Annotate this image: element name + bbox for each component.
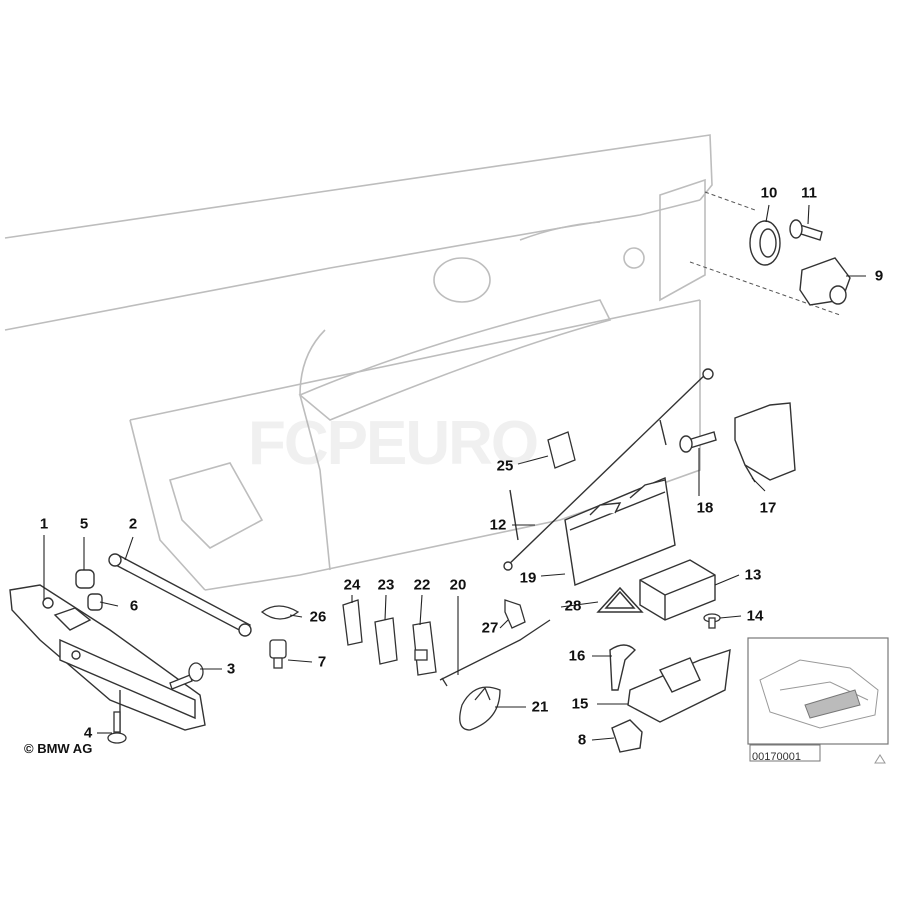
inset-thumbnail: [747, 637, 889, 764]
diagram-id: 00170001: [752, 751, 801, 763]
callout-19: 19: [519, 569, 537, 587]
callout-24: 24: [343, 576, 361, 594]
callout-20: 20: [449, 576, 467, 594]
callout-28: 28: [564, 597, 582, 615]
part-15-16-8: [609, 644, 731, 753]
callout-22: 22: [413, 576, 431, 594]
callout-12: 12: [489, 516, 507, 534]
callout-26: 26: [309, 608, 327, 626]
part-2-gas-strut: [108, 553, 252, 637]
part-9-10-11: [749, 219, 851, 306]
callout-23: 23: [377, 576, 395, 594]
part-5-6-bumpers: [75, 569, 103, 611]
callout-6: 6: [129, 597, 139, 615]
leader-lines: [43, 204, 866, 741]
callout-18: 18: [696, 499, 714, 517]
callout-3: 3: [226, 660, 236, 678]
part-26-7-fittings: [260, 605, 300, 669]
callout-13: 13: [744, 566, 762, 584]
part-28-warning-label: [596, 586, 644, 613]
part-3-4-screws: [107, 662, 204, 744]
callout-21: 21: [531, 698, 549, 716]
part-13-module: [639, 559, 716, 621]
callout-27: 27: [481, 619, 499, 637]
trunk-lid-outline: [4, 134, 713, 591]
watermark-text: FCPEURO: [248, 409, 539, 478]
callout-7: 7: [317, 653, 327, 671]
callout-14: 14: [746, 607, 764, 625]
callout-11: 11: [801, 184, 817, 202]
callout-1: 1: [39, 515, 49, 533]
callout-4: 4: [83, 724, 93, 742]
part-1-hinge: [9, 584, 206, 735]
callout-2: 2: [128, 515, 138, 533]
part-25-clip: [547, 431, 576, 469]
callout-9: 9: [874, 267, 884, 285]
part-14-screw: [703, 613, 721, 629]
callout-16: 16: [568, 647, 586, 665]
callout-15: 15: [571, 695, 589, 713]
part-12-19-control: [503, 368, 714, 586]
copyright-text: © BMW AG: [24, 741, 93, 756]
callout-5: 5: [79, 515, 89, 533]
part-22-24-clips: [342, 599, 437, 676]
part-20-21-release: [439, 619, 551, 731]
callout-10: 10: [760, 184, 778, 202]
callout-25: 25: [496, 457, 514, 475]
callout-8: 8: [577, 731, 587, 749]
part-27-bracket: [504, 599, 526, 629]
dashed-guides: [689, 191, 841, 316]
callout-17: 17: [759, 499, 777, 517]
